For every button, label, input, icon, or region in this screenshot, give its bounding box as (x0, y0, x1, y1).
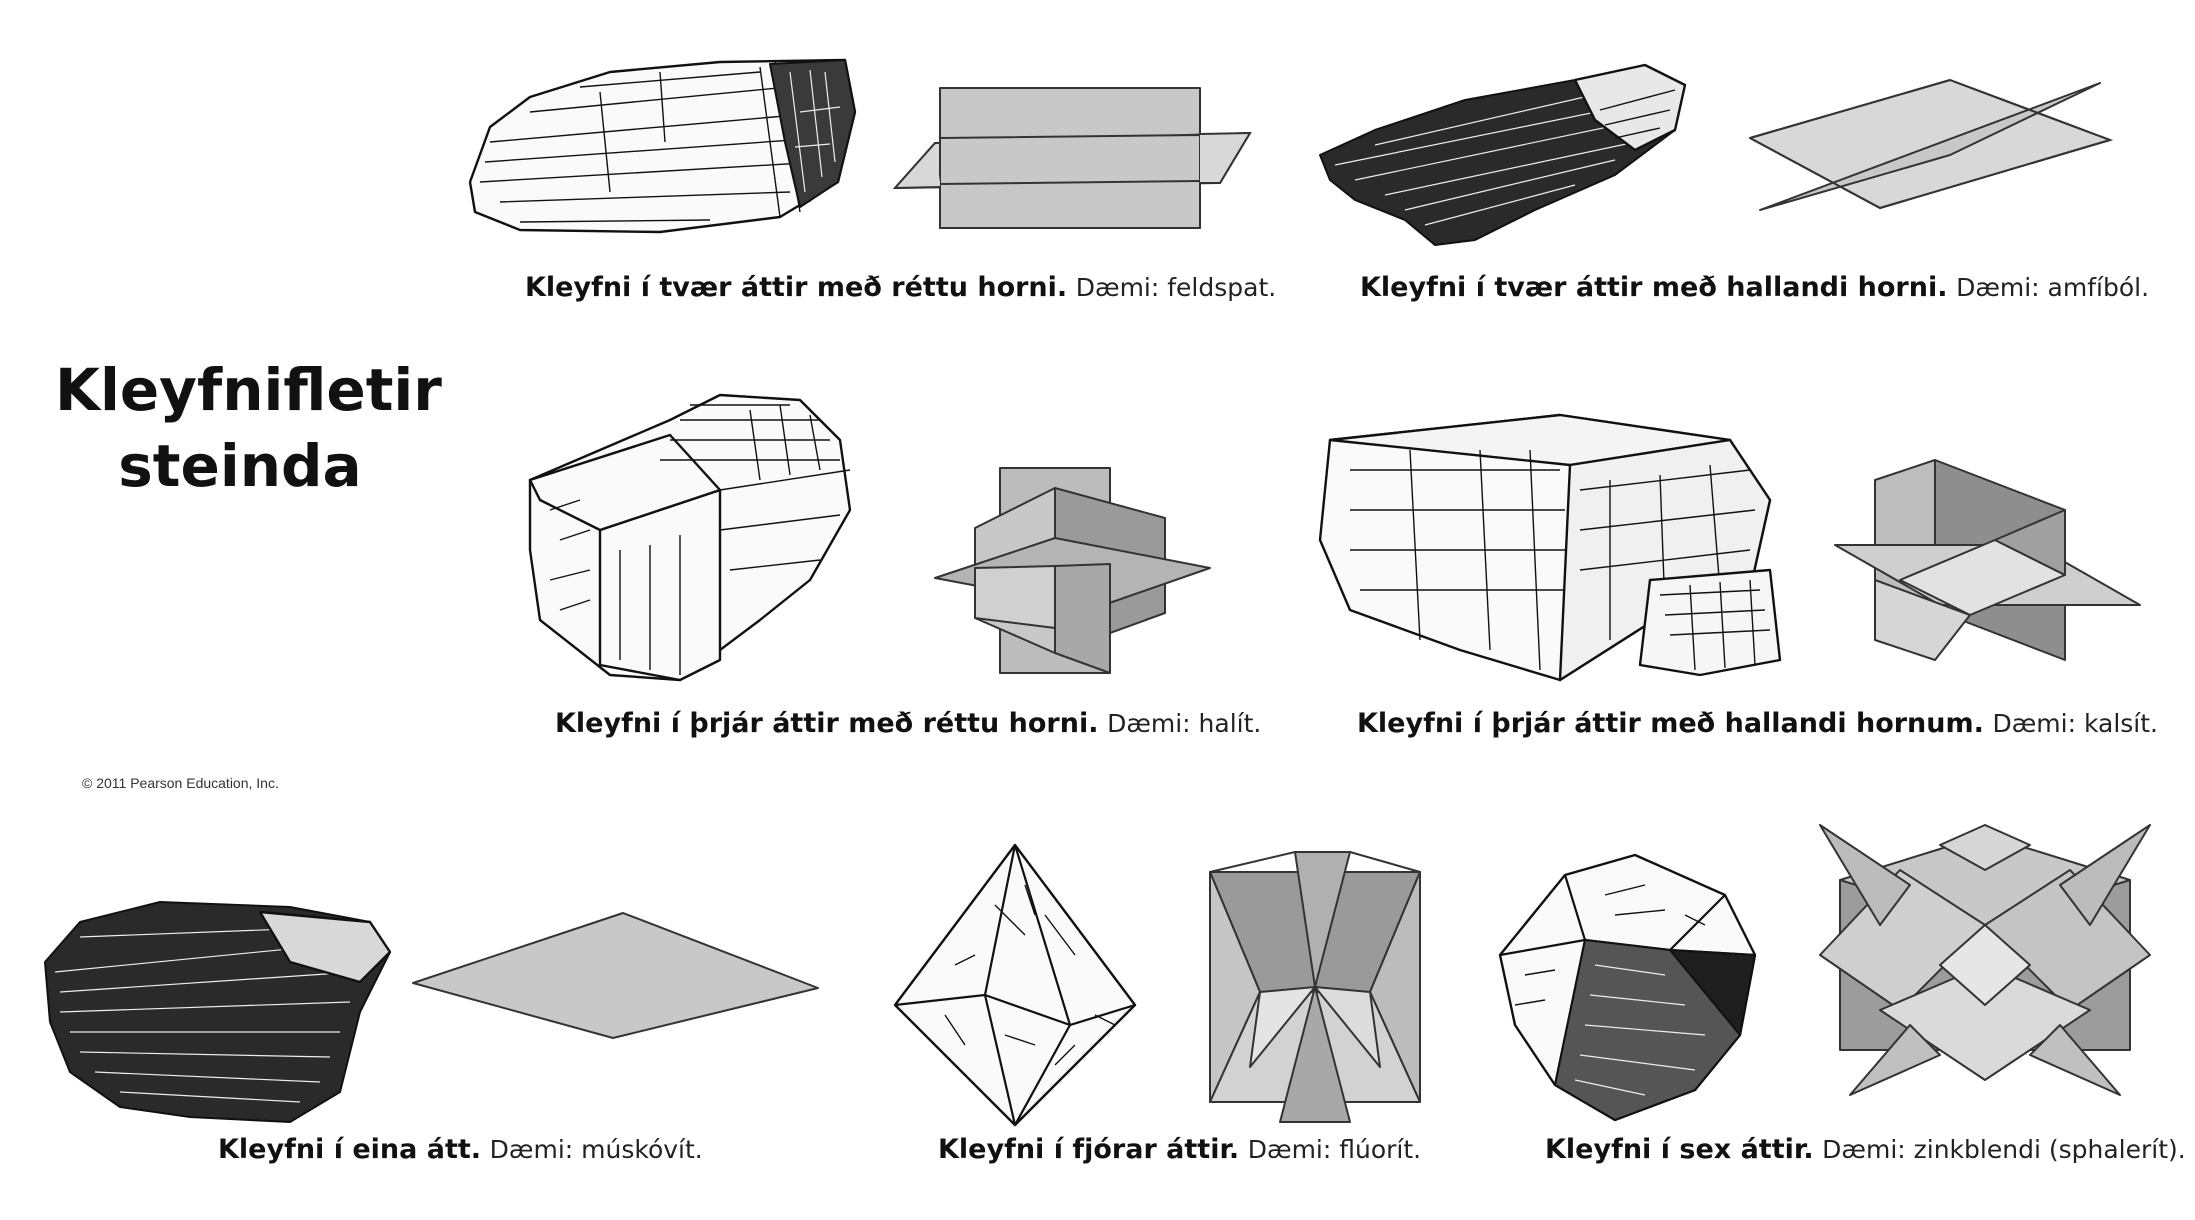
halite-drawing (520, 380, 870, 690)
caption-sphalerite: Kleyfni í sex áttir. Dæmi: zinkblendi (s… (1545, 1134, 2186, 1165)
three-planes-right-angle-icon (935, 468, 1210, 673)
caption-calcite: Kleyfni í þrjár áttir með hallandi hornu… (1357, 708, 2158, 739)
caption-halite-bold: Kleyfni í þrjár áttir með réttu horni. (555, 708, 1098, 739)
four-planes-icon (1210, 852, 1420, 1122)
caption-feldspar-example: Dæmi: feldspat. (1076, 273, 1276, 302)
caption-fluorite-bold: Kleyfni í fjórar áttir. (938, 1134, 1239, 1165)
caption-fluorite: Kleyfni í fjórar áttir. Dæmi: flúorít. (938, 1134, 1421, 1165)
three-planes-oblique-icon (1835, 460, 2140, 660)
caption-calcite-example: Dæmi: kalsít. (1993, 709, 2159, 738)
one-plane-icon (413, 913, 818, 1038)
feldspar-drawing (460, 52, 860, 242)
caption-halite: Kleyfni í þrjár áttir með réttu horni. D… (555, 708, 1261, 739)
caption-amphibole-example: Dæmi: amfíból. (1956, 273, 2149, 302)
sphalerite-drawing (1495, 855, 1780, 1120)
calcite-drawing (1310, 410, 1790, 690)
caption-feldspar: Kleyfni í tvær áttir með réttu horni. Dæ… (525, 272, 1276, 303)
caption-fluorite-example: Dæmi: flúorít. (1248, 1135, 1421, 1164)
amphibole-drawing (1315, 60, 1695, 250)
two-planes-right-angle-icon (895, 88, 1255, 238)
two-planes-oblique-icon (1750, 80, 2120, 220)
caption-calcite-bold: Kleyfni í þrjár áttir með hallandi hornu… (1357, 708, 1984, 739)
caption-sphalerite-bold: Kleyfni í sex áttir. (1545, 1134, 1814, 1165)
caption-sphalerite-example: Dæmi: zinkblendi (sphalerít). (1822, 1135, 2186, 1164)
caption-muscovite-example: Dæmi: múskóvít. (490, 1135, 703, 1164)
caption-amphibole: Kleyfni í tvær áttir með hallandi horni.… (1360, 272, 2149, 303)
caption-amphibole-bold: Kleyfni í tvær áttir með hallandi horni. (1360, 272, 1947, 303)
page-title: Kleyfnifletir steinda (55, 352, 425, 504)
caption-feldspar-bold: Kleyfni í tvær áttir með réttu horni. (525, 272, 1067, 303)
caption-halite-example: Dæmi: halít. (1107, 709, 1261, 738)
fluorite-drawing (895, 845, 1135, 1125)
six-planes-icon (1820, 825, 2150, 1095)
title-line-2: steinda (55, 428, 425, 504)
muscovite-drawing (40, 892, 395, 1127)
title-line-1: Kleyfnifletir (55, 352, 425, 428)
caption-muscovite: Kleyfni í eina átt. Dæmi: múskóvít. (218, 1134, 703, 1165)
copyright-notice: © 2011 Pearson Education, Inc. (82, 775, 279, 791)
caption-muscovite-bold: Kleyfni í eina átt. (218, 1134, 481, 1165)
